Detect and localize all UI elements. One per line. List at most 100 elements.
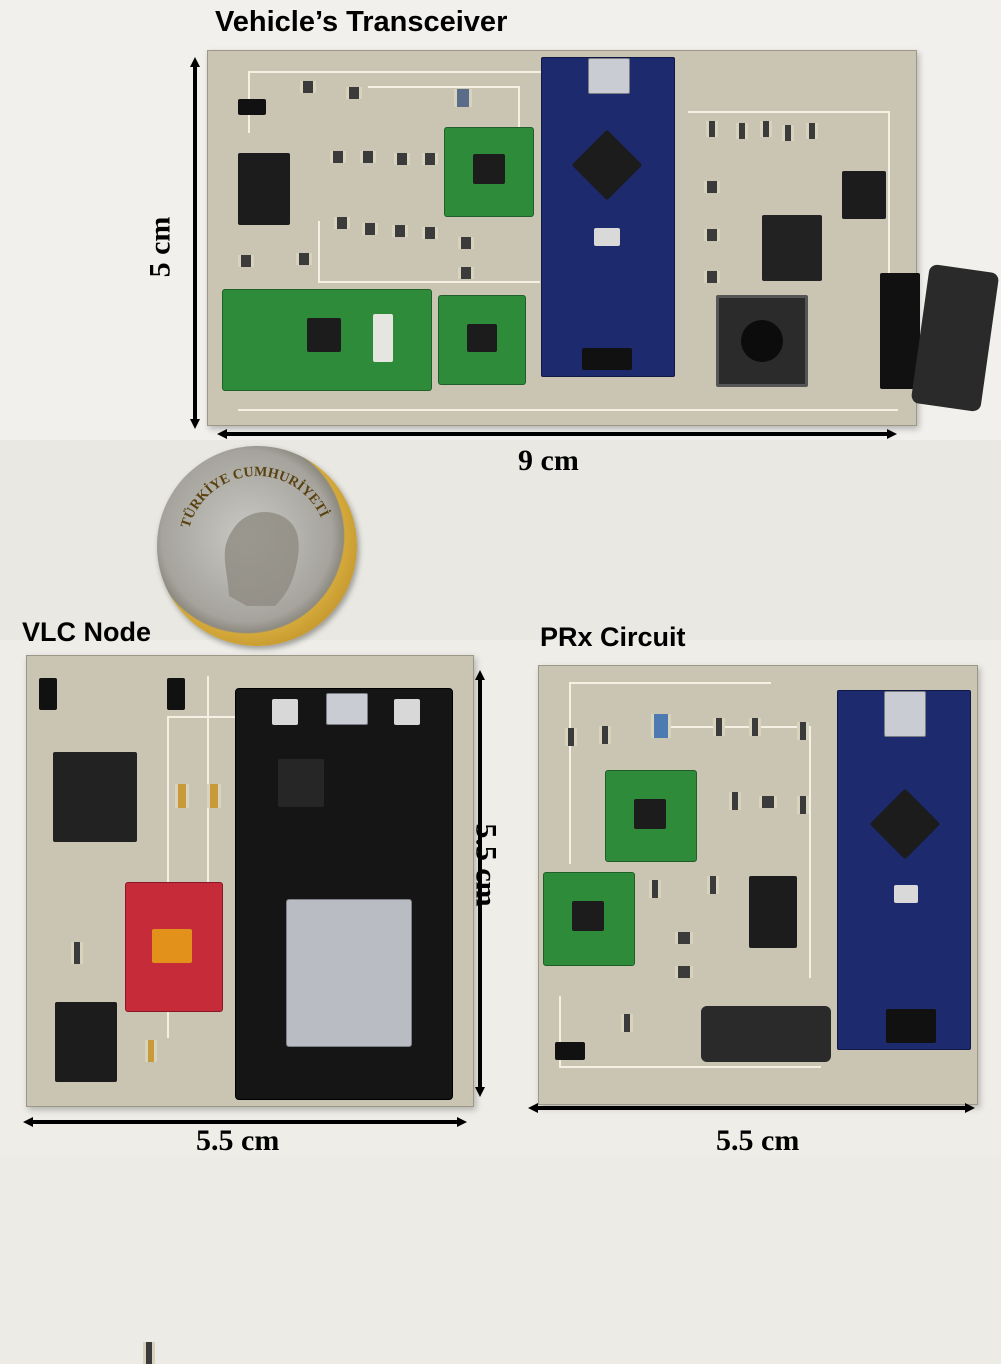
smd-component [454,89,472,107]
sensor-chip [152,929,192,963]
smd-resistor [346,87,362,99]
push-button [716,295,808,387]
smd-resistor [797,796,809,814]
smd-resistor [706,121,718,137]
pcb-trace [559,996,821,1068]
esp32-devkit-board [235,688,453,1100]
smd-resistor [330,151,346,163]
push-button-cap [741,320,783,362]
arduino-nano-board [837,690,971,1050]
pin-header [39,678,57,710]
smd-resistor [675,966,693,978]
terminal-block [373,314,393,362]
op-amp-chip [634,799,666,829]
smd-resistor [422,227,438,239]
reset-button [594,228,620,246]
op-amp-breakout-board [444,127,534,217]
smd-resistor [704,271,720,283]
smd-resistor [300,81,316,93]
prx-width-label: 5.5 cm [716,1124,800,1157]
voltage-regulator [762,215,822,281]
vlc-node-board [26,655,474,1364]
dip-chip [238,153,290,225]
pcb-trace [238,391,898,411]
smd-resistor [394,153,410,165]
smd-resistor [599,726,611,744]
smd-resistor [334,217,350,229]
usb-uart-chip [278,759,324,807]
smd-resistor [736,123,748,139]
smd-resistor [392,225,408,237]
capacitor [207,784,221,808]
title-vlc-node: VLC Node [22,617,152,647]
icsp-header [582,348,632,370]
smd-resistor [759,796,777,808]
ir-receiver-chip [842,171,886,219]
pcb-trace [569,682,771,864]
mini-usb-port [588,58,630,94]
smd-resistor [713,718,725,736]
smd-resistor [458,267,474,279]
smd-resistor [422,153,438,165]
op-amp-breakout-board [605,770,697,862]
capacitor [175,784,189,808]
current-sensor-breakout [125,882,223,1012]
pcb-trace [688,111,890,333]
op-amp-chip [473,154,505,184]
prx-circuit-board [538,665,978,1105]
esp-wroom-32-module [286,899,412,1047]
pin-header-connector [701,1006,831,1062]
smd-resistor [707,876,719,894]
sensor-chip [307,318,341,352]
op-amp-breakout-board [438,295,526,385]
op-amp-chip [467,324,497,352]
coin-face: TÜRKİYE CUMHURİYETİ [179,465,333,606]
smd-resistor [296,253,312,265]
smd-resistor [458,237,474,249]
icsp-header [886,1009,936,1043]
smd-resistor [565,728,577,746]
reset-button [894,885,918,903]
smd-resistor [704,229,720,241]
smd-component [651,714,671,738]
smd-resistor [71,942,83,964]
op-amp-breakout-board [543,872,635,966]
title-vehicle-transceiver: Vehicle’s Transceiver [215,6,508,38]
title-prx-circuit: PRx Circuit [540,622,686,652]
op-amp-chip [572,901,604,931]
capacitor [145,1040,157,1062]
smd-resistor [749,718,761,736]
mini-usb-port [884,691,926,737]
micro-usb-port [326,693,368,725]
smd-resistor [806,123,818,139]
vehicle-transceiver-board [207,50,920,426]
smd-resistor [362,223,378,235]
vlc-width-label: 5.5 cm [196,1124,280,1157]
smd-resistor [238,255,254,267]
voltage-regulator [53,752,137,842]
smd-resistor [143,1342,155,1364]
smd-resistor [649,880,661,898]
pcb-trace [167,716,249,1038]
smd-resistor [360,151,376,163]
smd-resistor [621,1014,633,1032]
pin-header [238,99,266,115]
smd-resistor [760,121,772,137]
turkish-lira-coin: TÜRKİYE CUMHURİYETİ [157,446,357,646]
pcb-trace [318,221,540,283]
smd-resistor [797,722,809,740]
vehicle-height-label: 5 cm [143,216,177,278]
smd-resistor [704,181,720,193]
arduino-nano-board [541,57,675,377]
pin-header-connector [880,273,920,389]
boot-button [272,699,298,725]
sensor-breakout-board [222,289,432,391]
pcb-trace [659,726,811,978]
smd-resistor [782,125,794,141]
ir-receiver-chip [55,1002,117,1082]
smd-resistor [675,932,693,944]
pin-header [167,678,185,710]
dimension-arrows [23,57,975,1127]
smd-resistor [729,792,741,810]
pin-header [555,1042,585,1060]
